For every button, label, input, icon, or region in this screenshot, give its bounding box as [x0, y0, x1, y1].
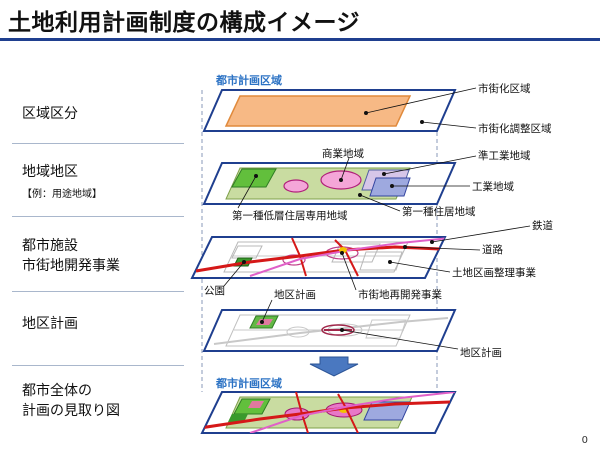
- industrial-area-shape: [369, 177, 411, 197]
- layer-overview: [200, 391, 457, 434]
- urbanization-area-shape: [224, 95, 412, 127]
- callout-land-readjustment: 土地区画整理事業: [452, 266, 536, 279]
- row-label-facilities-1: 都市施設: [22, 238, 78, 254]
- callout-commercial-area: 商業地域: [322, 147, 364, 160]
- layer-district: [202, 155, 477, 212]
- callout-urbanization-area: 市街化区域: [478, 82, 531, 95]
- row-label-district: 地域地区: [22, 164, 78, 180]
- district-plan-red-shape: [321, 324, 355, 336]
- callout-park: 公園: [204, 285, 225, 297]
- road-shape: [195, 245, 441, 273]
- planning-area-label-bottom: 都市計画区域: [215, 376, 282, 390]
- row-label-zoning: 区域区分: [22, 106, 78, 122]
- row-label-overview-2: 計画の見取り図: [22, 403, 120, 419]
- row-label-district-plan: 地区計画: [22, 316, 78, 332]
- row-separator: [12, 365, 184, 366]
- row-separator: [12, 216, 184, 217]
- callout-road: 道路: [482, 243, 503, 256]
- commercial-small-shape: [283, 179, 309, 193]
- railway-shape: [249, 237, 445, 277]
- title-underline: [0, 38, 600, 41]
- callout-urbanization-control-area: 市街化調整区域: [478, 122, 552, 135]
- row-sublabel-district: 【例：用途地域】: [22, 189, 102, 200]
- low-rise-residential-shape: [231, 168, 277, 188]
- page-number: 0: [581, 435, 588, 446]
- callout-railway: 鉄道: [532, 219, 553, 232]
- layer-zoning: [202, 87, 477, 132]
- callout-low-rise-residential: 第一種低層住居専用地域: [232, 209, 348, 222]
- title-bar: 土地利用計画制度の構成イメージ: [0, 0, 600, 44]
- row-separator: [12, 143, 184, 144]
- layer-facilities: [190, 225, 531, 291]
- layer-district-plan: [202, 299, 459, 352]
- row-label-overview-1: 都市全体の: [22, 383, 92, 399]
- callout-semi-industrial-area: 準工業地域: [478, 149, 531, 162]
- page-title: 土地利用計画制度の構成イメージ: [8, 10, 361, 36]
- callout-urban-redevelopment: 市街地再開発事業: [358, 288, 442, 301]
- callout-district-plan-a: 地区計画: [274, 288, 316, 301]
- callout-residential-1: 第一種住居地域: [402, 205, 476, 218]
- callout-industrial-area: 工業地域: [472, 180, 514, 193]
- planning-area-label-top: 都市計画区域: [215, 73, 282, 87]
- down-arrow-icon: [309, 356, 359, 377]
- callout-district-plan-b: 地区計画: [460, 346, 502, 359]
- row-label-facilities-2: 市街地開発事業: [22, 258, 120, 274]
- row-separator: [12, 291, 184, 292]
